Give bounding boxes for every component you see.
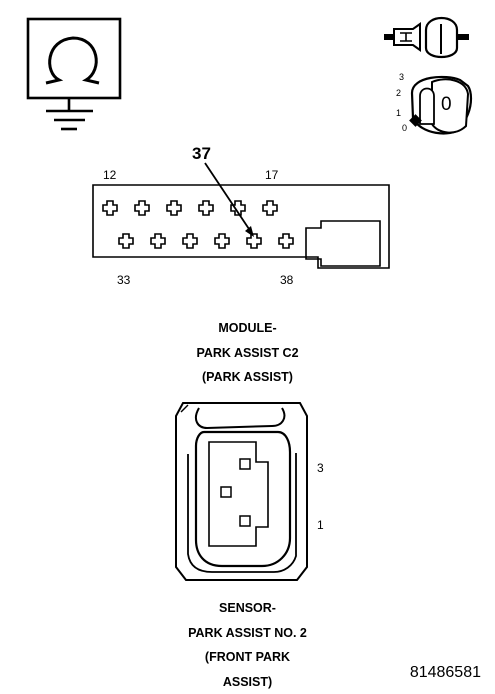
callout-leader-line [205, 163, 249, 229]
pin-cavity [263, 201, 277, 215]
ignition-position-2: 2 [396, 88, 401, 98]
pin-cavity [279, 234, 293, 248]
pin-label-38: 38 [280, 273, 293, 287]
figure-id: 81486581 [410, 664, 481, 682]
pin-row-top [103, 201, 277, 215]
pin-cavity [103, 201, 117, 215]
pin-cavity [135, 201, 149, 215]
sensor-caption-line-1: SENSOR- [0, 596, 495, 621]
ignition-key-label: 0 [441, 94, 452, 116]
pin-cavity-1 [240, 516, 250, 526]
sensor-pin-label-3: 3 [317, 461, 324, 475]
callout-label-37: 37 [192, 144, 211, 164]
ignition-position-0: 0 [402, 123, 407, 133]
pin-cavity-3 [240, 459, 250, 469]
pin-cavity [167, 201, 181, 215]
ohmmeter-ground-icon [28, 19, 120, 129]
pin-cavity [119, 234, 133, 248]
pin-cavity [151, 234, 165, 248]
sensor-connector [176, 403, 307, 580]
module-caption-line-2: PARK ASSIST C2 [0, 341, 495, 366]
module-caption: MODULE- PARK ASSIST C2 (PARK ASSIST) [0, 316, 495, 390]
pin-cavity [215, 234, 229, 248]
pin-cavity [199, 201, 213, 215]
pin-cavity-37 [247, 234, 261, 248]
ignition-position-1: 1 [396, 108, 401, 118]
sensor-caption-line-2: PARK ASSIST NO. 2 [0, 621, 495, 646]
module-caption-line-3: (PARK ASSIST) [0, 365, 495, 390]
pin-row-bottom [119, 234, 293, 248]
sensor-pin-label-1: 1 [317, 518, 324, 532]
pin-label-33: 33 [117, 273, 130, 287]
connector-disconnect-icon [384, 18, 469, 57]
pin-cavity [183, 234, 197, 248]
ignition-position-3: 3 [399, 72, 404, 82]
callout-arrowhead [245, 226, 254, 237]
module-caption-line-1: MODULE- [0, 316, 495, 341]
pin-cavity-2 [221, 487, 231, 497]
pin-label-12: 12 [103, 168, 116, 182]
pin-label-17: 17 [265, 168, 278, 182]
module-connector-c2 [93, 163, 389, 268]
